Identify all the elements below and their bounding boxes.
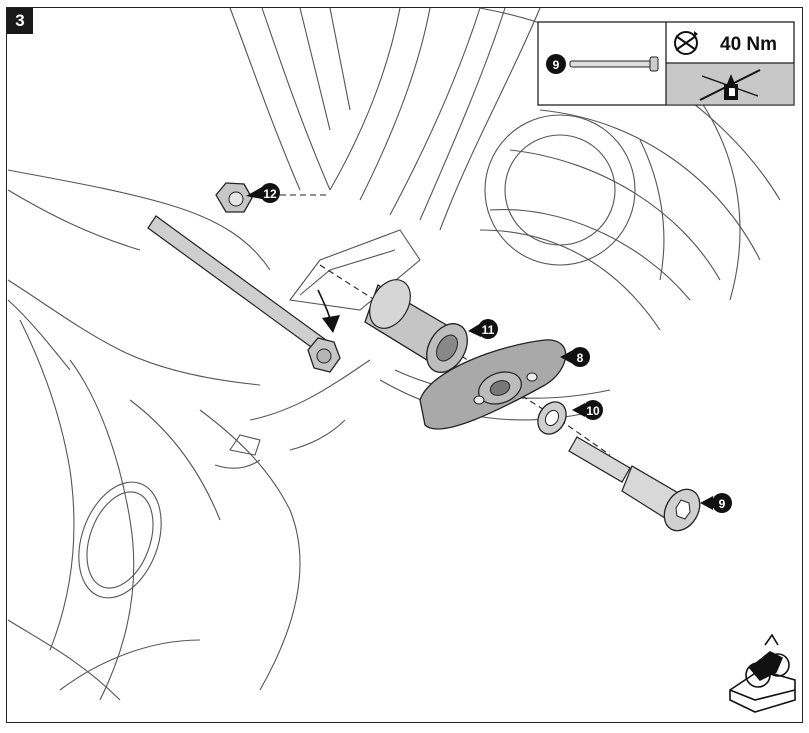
- step-number-badge: 3: [7, 8, 33, 34]
- torque-value: 40 Nm: [720, 34, 777, 55]
- torque-spec-box: 9 40 Nm: [537, 21, 795, 106]
- no-threadlock-icon: [699, 69, 761, 101]
- callout-10: 10: [572, 400, 603, 420]
- callout-12: 12: [246, 183, 280, 203]
- hex-socket-bolt-part: [568, 436, 701, 532]
- spec-bolt-label: 9: [553, 58, 560, 72]
- callout-label: 8: [577, 351, 584, 365]
- spec-bolt-icon: 9: [546, 54, 659, 74]
- nut-part: [215, 182, 253, 213]
- washer-part: [537, 401, 567, 435]
- callout-label: 9: [719, 497, 726, 511]
- callout-label: 11: [482, 323, 495, 337]
- callout-label: 10: [586, 404, 600, 418]
- motorcycle-outline: [7, 7, 781, 701]
- callout-label: 12: [263, 187, 277, 201]
- torque-wrench-icon: [674, 31, 698, 55]
- callout-11: 11: [468, 319, 498, 339]
- spacer-part: [364, 279, 468, 373]
- insert-direction-arrow: [317, 289, 340, 333]
- motorcycle-on-stand-icon: [729, 633, 796, 713]
- callout-8: 8: [560, 347, 590, 367]
- panel-frame: [6, 7, 803, 723]
- long-axle-bolt: [147, 215, 341, 373]
- callout-9: 9: [700, 493, 732, 513]
